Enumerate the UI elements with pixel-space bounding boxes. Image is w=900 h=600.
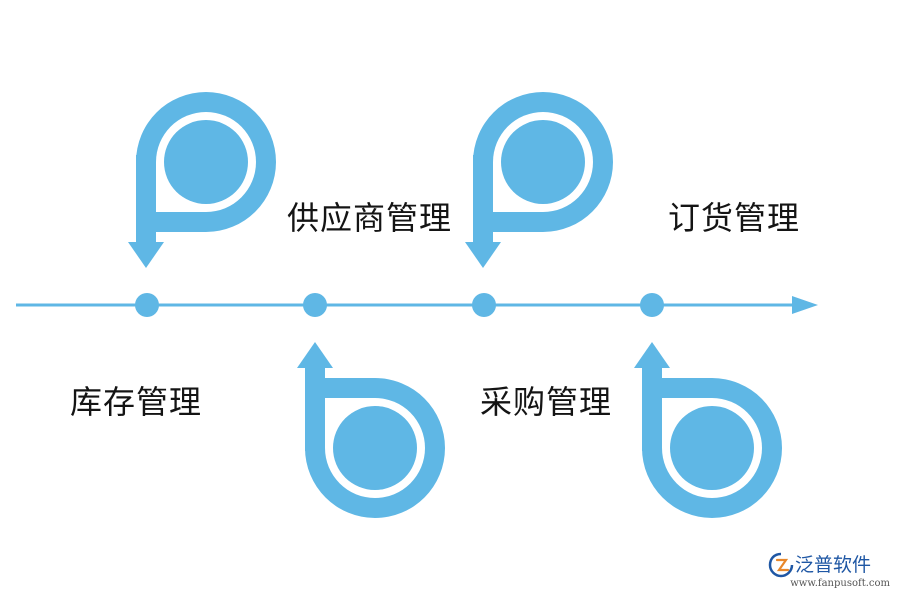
brand-url: www.fanpusoft.com [790,578,890,589]
b-loop-icon [297,342,445,518]
p-loop-icon [128,92,276,268]
timeline-arrowhead [792,296,818,314]
stage-label-ordering: 订货管理 [668,199,801,237]
timeline-node-2 [303,293,327,317]
timeline-node-1 [135,293,159,317]
stage-label-supplier: 供应商管理 [287,199,453,237]
brand-logo-icon [768,552,794,578]
timeline-node-3 [472,293,496,317]
p-loop-icon [465,92,613,268]
stage-label-purchasing: 采购管理 [480,383,613,421]
stage-label-inventory: 库存管理 [70,383,203,421]
brand-watermark: 泛普软件 www.fanpusoft.com [768,550,890,592]
timeline-node-4 [640,293,664,317]
brand-name: 泛普软件 [795,554,872,576]
b-loop-icon [634,342,782,518]
